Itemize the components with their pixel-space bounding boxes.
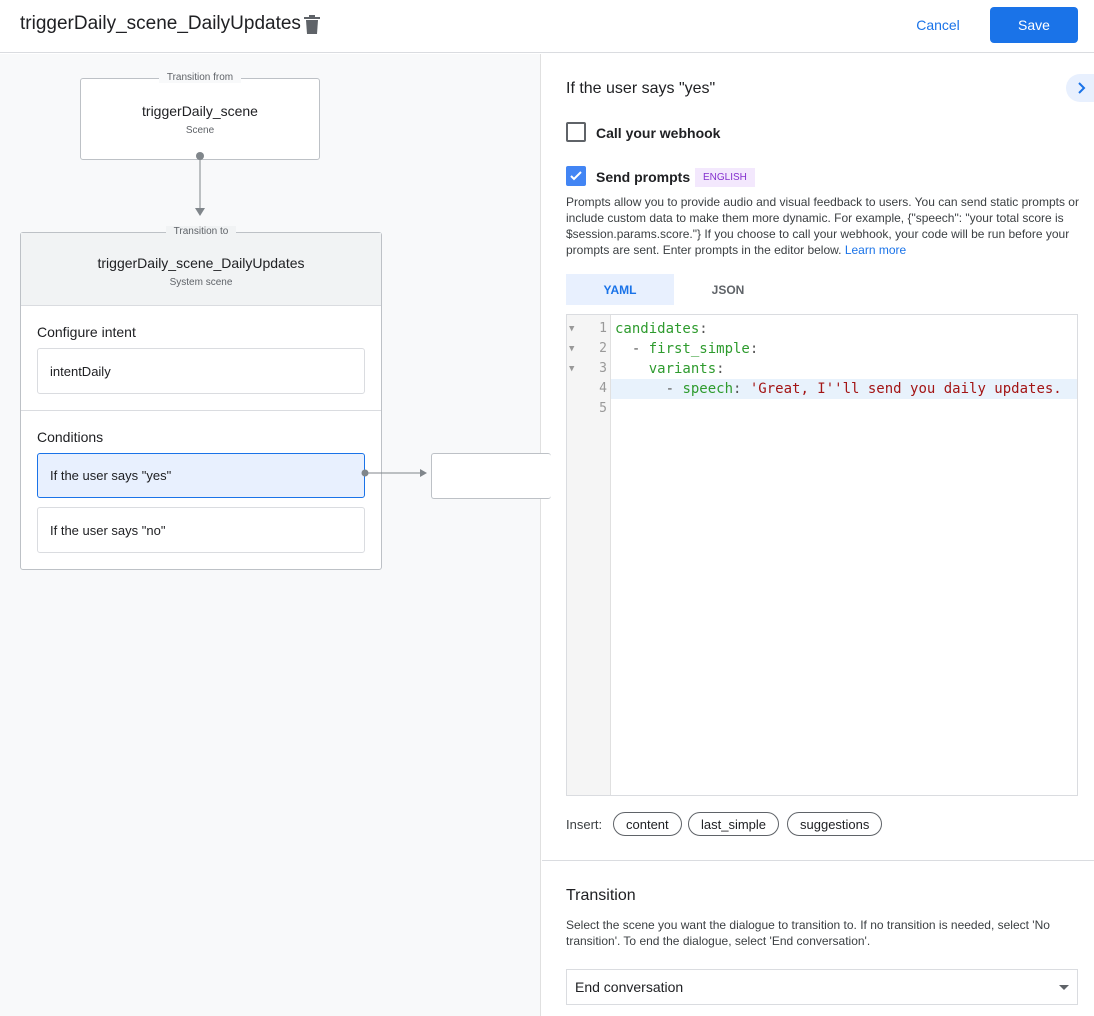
connector-arrow <box>195 152 205 216</box>
webhook-checkbox[interactable] <box>566 122 586 142</box>
scene-name: triggerDaily_scene <box>142 103 258 119</box>
legend: Transition to <box>165 226 237 237</box>
tab-yaml[interactable]: YAML <box>566 274 674 305</box>
language-badge: ENGLISH <box>695 168 755 187</box>
check-icon <box>570 171 582 181</box>
code-line: candidates: <box>615 321 708 337</box>
save-button[interactable]: Save <box>990 7 1078 43</box>
intent-item[interactable]: intentDaily <box>37 348 365 394</box>
active-line-highlight <box>611 379 1077 399</box>
scene-type: Scene <box>185 125 215 136</box>
condition-no[interactable]: If the user says "no" <box>37 507 365 553</box>
scene-type: System scene <box>169 277 233 288</box>
code-line: variants: <box>648 361 725 377</box>
line-number: 5 <box>599 401 607 416</box>
transition-select[interactable]: End conversation <box>566 969 1078 1005</box>
scene-name: triggerDaily_scene_DailyUpdates <box>97 255 305 271</box>
target-node[interactable] <box>431 453 551 499</box>
line-number: ▼1 <box>567 319 611 339</box>
insert-content-chip[interactable]: content <box>613 812 682 836</box>
condition-panel: If the user says "yes" Call your webhook… <box>542 54 1094 1016</box>
section-title: Conditions <box>37 429 104 445</box>
header: triggerDaily_scene_DailyUpdates Cancel S… <box>0 0 1094 53</box>
legend: Transition from <box>158 72 242 83</box>
insert-label: Insert: <box>566 817 603 832</box>
insert-suggestions-chip[interactable]: suggestions <box>787 812 883 836</box>
divider <box>542 860 1094 861</box>
webhook-label: Call your webhook <box>596 125 721 141</box>
page-title: triggerDaily_scene_DailyUpdates <box>20 13 301 34</box>
transition-from-node[interactable]: Transition from triggerDaily_scene Scene <box>80 72 320 160</box>
chevron-right-icon <box>1078 82 1086 94</box>
line-number: ▼3 <box>567 359 611 379</box>
fold-icon[interactable]: ▼ <box>569 324 575 334</box>
line-number: 4 <box>599 381 607 396</box>
transition-title: Transition <box>566 887 636 904</box>
prompts-description: Prompts allow you to provide audio and v… <box>566 195 1079 257</box>
send-prompts-label: Send prompts <box>596 169 691 185</box>
selected-value: End conversation <box>575 979 684 995</box>
line-number: ▼2 <box>567 339 611 359</box>
panel-title: If the user says "yes" <box>566 80 716 97</box>
code-line: - speech: 'Great, I''ll send you daily u… <box>615 381 1062 397</box>
scene-canvas: Transition from triggerDaily_scene Scene… <box>0 54 551 1016</box>
cancel-button[interactable]: Cancel <box>916 17 960 33</box>
transition-description: Select the scene you want the dialogue t… <box>566 918 1050 948</box>
collapse-panel-button[interactable] <box>1066 74 1094 102</box>
line-gutter <box>567 315 611 795</box>
learn-more-link[interactable]: Learn more <box>844 243 907 257</box>
insert-last-simple-chip[interactable]: last_simple <box>688 812 780 836</box>
tab-json[interactable]: JSON <box>711 282 745 297</box>
transition-to-node: Transition to triggerDaily_scene_DailyUp… <box>20 226 382 570</box>
dropdown-arrow-icon <box>1059 985 1069 990</box>
condition-yes[interactable]: If the user says "yes" <box>37 453 365 498</box>
connector-arrow <box>361 469 427 477</box>
trash-icon[interactable] <box>304 15 320 34</box>
fold-icon[interactable]: ▼ <box>569 364 575 374</box>
section-title: Configure intent <box>37 324 136 340</box>
fold-icon[interactable]: ▼ <box>569 344 575 354</box>
code-line: - first_simple: <box>615 341 759 357</box>
send-prompts-checkbox[interactable] <box>566 166 586 186</box>
